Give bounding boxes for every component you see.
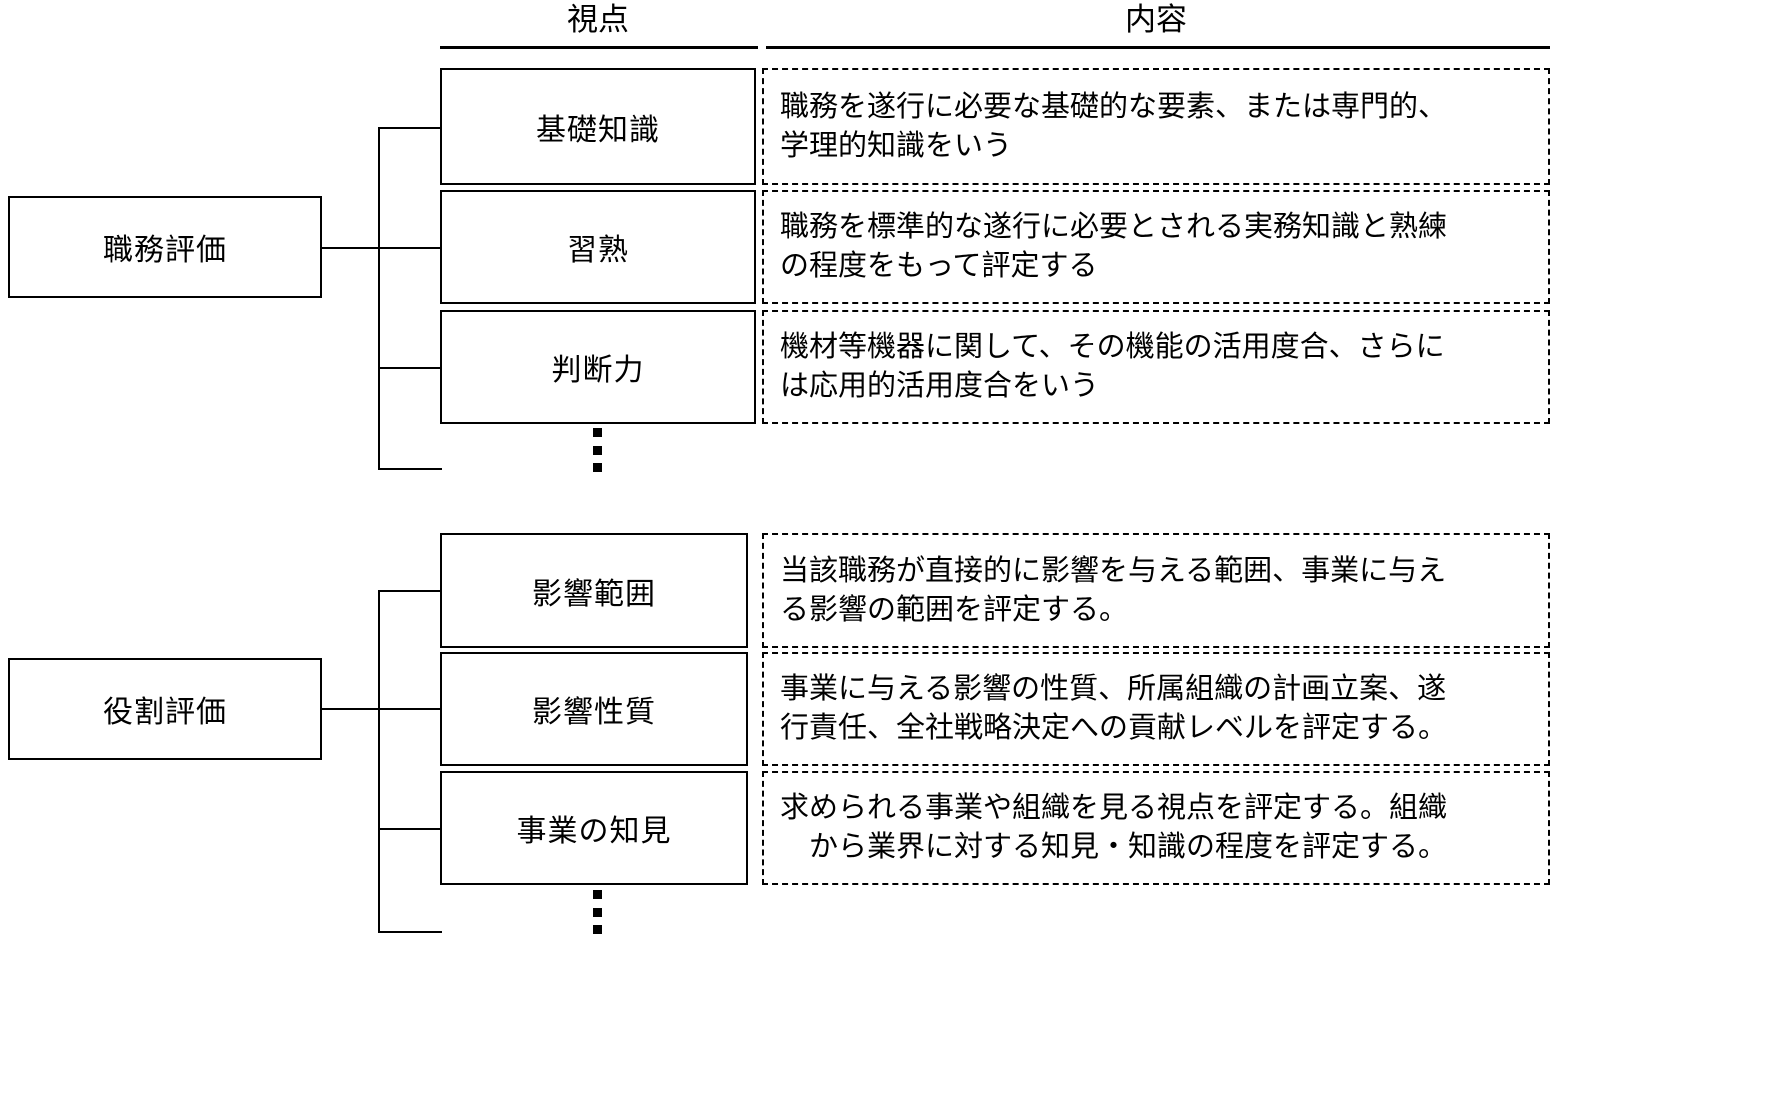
ellipsis-dot	[592, 907, 602, 917]
more-rows-ellipsis-1	[592, 428, 602, 472]
viewpoint-box-1-2[interactable]: 習熟	[440, 190, 756, 304]
viewpoint-box-2-1[interactable]: 影響範囲	[440, 533, 748, 648]
connector-branch-1-4	[378, 468, 442, 470]
connector-branch-2-1	[378, 590, 442, 592]
connector-branch-1-2	[378, 247, 442, 249]
viewpoint-label: 影響性質	[532, 696, 656, 729]
content-box-2-1[interactable]: 当該職務が直接的に影響を与える範囲、事業に与え る影響の範囲を評定する。	[762, 533, 1550, 648]
more-rows-ellipsis-2	[592, 890, 602, 934]
root-box-role-evaluation[interactable]: 役割評価	[8, 658, 322, 760]
column-rule-viewpoint	[440, 46, 758, 49]
content-box-1-1[interactable]: 職務を遂行に必要な基礎的な要素、または専門的、 学理的知識をいう	[762, 68, 1550, 185]
viewpoint-label: 影響範囲	[532, 577, 656, 611]
connector-trunk-1	[378, 127, 380, 470]
viewpoint-label: 基礎知識	[536, 113, 660, 147]
connector-branch-1-1	[378, 127, 442, 129]
viewpoint-label: 判断力	[551, 354, 645, 387]
content-box-1-2[interactable]: 職務を標準的な遂行に必要とされる実務知識と熟練 の程度をもって評定する	[762, 190, 1550, 304]
ellipsis-dot	[592, 890, 602, 899]
connector-branch-1-3	[378, 367, 442, 369]
content-text: 事業に与える影響の性質、所属組織の計画立案、遂 行責任、全社戦略決定への貢献レベ…	[780, 673, 1448, 744]
connector-trunk-2	[378, 590, 380, 933]
connector-branch-2-3	[378, 828, 442, 830]
viewpoint-label: 事業の知見	[516, 815, 672, 848]
content-text: 職務を遂行に必要な基礎的な要素、または専門的、 学理的知識をいう	[780, 90, 1448, 162]
content-text: 職務を標準的な遂行に必要とされる実務知識と熟練 の程度をもって評定する	[780, 211, 1448, 282]
ellipsis-dot	[592, 463, 602, 472]
ellipsis-dot	[592, 428, 602, 437]
content-box-2-2[interactable]: 事業に与える影響の性質、所属組織の計画立案、遂 行責任、全社戦略決定への貢献レベ…	[762, 652, 1550, 766]
viewpoint-box-2-3[interactable]: 事業の知見	[440, 771, 748, 885]
viewpoint-label: 習熟	[567, 234, 629, 267]
content-box-1-3[interactable]: 機材等機器に関して、その機能の活用度合、さらに は応用的活用度合をいう	[762, 310, 1550, 424]
root-box-label: 職務評価	[103, 234, 227, 267]
column-rule-content	[766, 46, 1550, 49]
viewpoint-box-1-3[interactable]: 判断力	[440, 310, 756, 424]
ellipsis-dot	[592, 445, 602, 455]
connector-root-stem-1	[322, 247, 378, 249]
ellipsis-dot	[592, 925, 602, 934]
connector-branch-2-2	[378, 708, 442, 710]
content-text: 機材等機器に関して、その機能の活用度合、さらに は応用的活用度合をいう	[780, 331, 1445, 402]
connector-root-stem-2	[322, 708, 378, 710]
column-header-content: 内容	[1125, 2, 1187, 37]
root-box-label: 役割評価	[103, 696, 227, 729]
content-text: 求められる事業や組織を見る視点を評定する。組織 から業界に対する知見・知識の程度…	[780, 792, 1448, 863]
content-text: 当該職務が直接的に影響を与える範囲、事業に与え る影響の範囲を評定する。	[780, 554, 1447, 626]
column-header-viewpoint: 視点	[567, 2, 629, 37]
connector-branch-2-4	[378, 931, 442, 933]
viewpoint-box-2-2[interactable]: 影響性質	[440, 652, 748, 766]
content-box-2-3[interactable]: 求められる事業や組織を見る視点を評定する。組織 から業界に対する知見・知識の程度…	[762, 771, 1550, 885]
root-box-job-evaluation[interactable]: 職務評価	[8, 196, 322, 298]
viewpoint-box-1-1[interactable]: 基礎知識	[440, 68, 756, 185]
